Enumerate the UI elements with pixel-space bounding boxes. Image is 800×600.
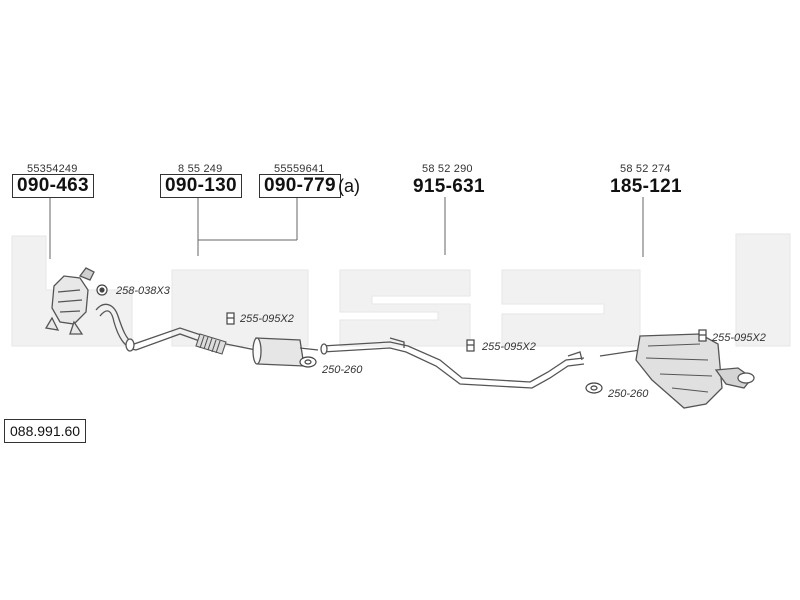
oe-number: 58 52 290 <box>422 163 473 175</box>
oe-number: 58 52 274 <box>620 163 671 175</box>
gasket-icon <box>299 356 317 368</box>
part-number[interactable]: 090-463 <box>12 174 94 198</box>
part-number[interactable]: 185-121 <box>610 176 682 197</box>
part-number[interactable]: 090-779 <box>259 174 341 198</box>
watermark-logo <box>11 233 791 347</box>
oe-number: 55354249 <box>27 163 78 175</box>
accessory-label: 250-260 <box>322 364 363 376</box>
part-number[interactable]: 915-631 <box>413 176 485 197</box>
front-pipe <box>95 303 211 352</box>
oe-number: 55559641 <box>274 163 325 175</box>
clamp-icon <box>466 339 475 352</box>
accessory-label: 255-095X2 <box>712 332 766 344</box>
rubber-ring-icon <box>96 284 108 296</box>
part-suffix: (a) <box>338 176 360 196</box>
leader-lines <box>49 197 644 259</box>
rear-silencer <box>599 333 755 409</box>
oe-number: 8 55 249 <box>178 163 223 175</box>
catalytic-converter <box>44 267 95 335</box>
accessory-label: 255-095X2 <box>482 341 536 353</box>
catalog-number: 088.991.60 <box>4 419 87 443</box>
accessory-label: 255-095X2 <box>240 313 294 325</box>
flex-joint <box>195 333 227 355</box>
clamp-icon <box>226 312 235 325</box>
intermediate-pipe <box>320 337 585 389</box>
accessory-label: 250-260 <box>608 388 649 400</box>
gasket-icon <box>585 382 603 394</box>
accessory-label: 258-038X3 <box>116 285 170 297</box>
part-number[interactable]: 090-130 <box>160 174 242 198</box>
clamp-icon <box>698 329 707 342</box>
